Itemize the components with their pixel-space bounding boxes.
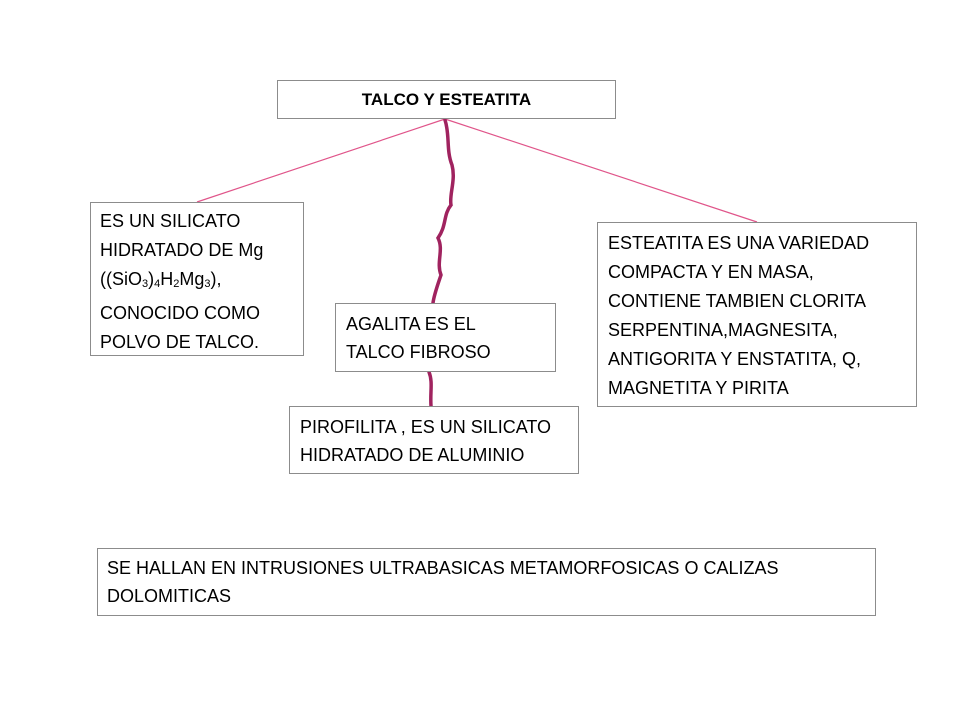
agalita-box: AGALITA ES EL TALCO FIBROSO — [335, 303, 556, 372]
occurrence-line: SE HALLAN EN INTRUSIONES ULTRABASICAS ME… — [107, 558, 779, 578]
esteatita-box: ESTEATITA ES UNA VARIEDAD COMPACTA Y EN … — [597, 222, 917, 407]
title-box: TALCO Y ESTEATITA — [277, 80, 616, 119]
connector-title-to-right — [444, 118, 758, 223]
pirofilita-box: PIROFILITA , ES UN SILICATO HIDRATADO DE… — [289, 406, 579, 474]
pirofilita-line: HIDRATADO DE ALUMINIO — [300, 445, 525, 465]
talc-definition-box: ES UN SILICATO HIDRATADO DE Mg ((SiO3)4H… — [90, 202, 304, 356]
esteatita-line: COMPACTA Y EN MASA, — [608, 262, 814, 282]
talc-definition-line: ES UN SILICATO — [100, 211, 241, 231]
occurrence-box: SE HALLAN EN INTRUSIONES ULTRABASICAS ME… — [97, 548, 876, 616]
talc-definition-line: HIDRATADO DE Mg — [100, 240, 264, 260]
agalita-line: AGALITA ES EL — [346, 314, 476, 334]
esteatita-line: MAGNETITA Y PIRITA — [608, 378, 789, 398]
agalita-line: TALCO FIBROSO — [346, 342, 491, 362]
connector-mid-to-bottom-mid — [427, 370, 433, 408]
connector-title-to-left — [196, 118, 446, 203]
title-text: TALCO Y ESTEATITA — [361, 90, 532, 109]
esteatita-line: SERPENTINA,MAGNESITA, — [608, 320, 838, 340]
talc-definition-line: POLVO DE TALCO. — [100, 332, 260, 352]
talc-formula: ((SiO3)4H2Mg3), — [100, 269, 222, 290]
pirofilita-line: PIROFILITA , ES UN SILICATO — [300, 417, 552, 437]
esteatita-line: ANTIGORITA Y ENSTATITA, Q, — [608, 349, 862, 369]
talc-definition-line: CONOCIDO COMO — [100, 303, 260, 323]
occurrence-line: DOLOMITICAS — [107, 586, 232, 606]
esteatita-line: CONTIENE TAMBIEN CLORITA — [608, 291, 867, 311]
esteatita-line: ESTEATITA ES UNA VARIEDAD — [608, 233, 870, 253]
connector-title-to-mid — [431, 118, 455, 305]
